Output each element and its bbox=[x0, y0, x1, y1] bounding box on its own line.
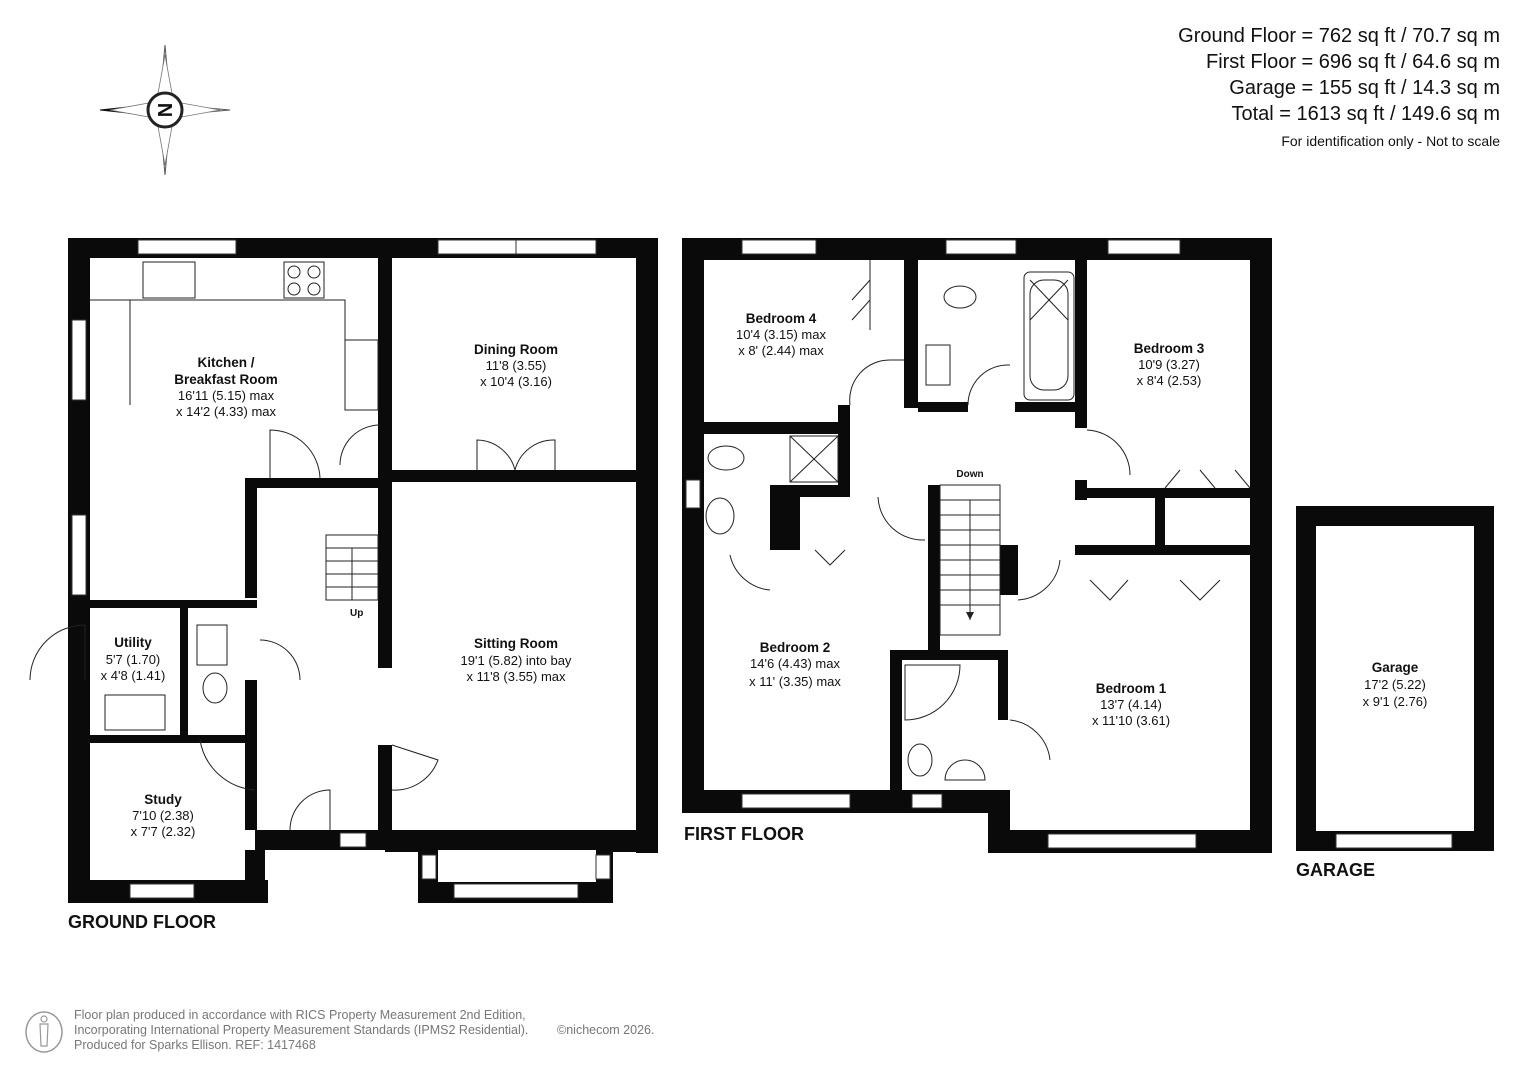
ground-floor-labels: Kitchen / Breakfast Room 16'11 (5.15) ma… bbox=[68, 342, 572, 932]
svg-text:x 7'7 (2.32): x 7'7 (2.32) bbox=[131, 824, 196, 839]
footer-line-2: Incorporating International Property Mea… bbox=[74, 1023, 528, 1037]
svg-text:x 4'8 (1.41): x 4'8 (1.41) bbox=[101, 668, 166, 683]
first-floor-labels: Bedroom 4 10'4 (3.15) max x 8' (2.44) ma… bbox=[684, 311, 1205, 844]
stairs-up-label: Up bbox=[350, 608, 363, 619]
svg-text:Garage: Garage bbox=[1372, 660, 1419, 675]
svg-text:7'10 (2.38): 7'10 (2.38) bbox=[132, 808, 194, 823]
stairs-down-label: Down bbox=[956, 469, 983, 480]
svg-text:19'1 (5.82) into bay: 19'1 (5.82) into bay bbox=[461, 653, 572, 668]
svg-text:x 11'8 (3.55) max: x 11'8 (3.55) max bbox=[466, 669, 566, 684]
dining-room-label: Dining Room 11'8 (3.55) x 10'4 (3.16) bbox=[474, 342, 558, 389]
study-label: Study 7'10 (2.38) x 7'7 (2.32) bbox=[131, 792, 196, 839]
sitting-room-label: Sitting Room 19'1 (5.82) into bay x 11'8… bbox=[461, 636, 572, 684]
bedroom-4-label: Bedroom 4 10'4 (3.15) max x 8' (2.44) ma… bbox=[736, 311, 826, 358]
ground-floor-plan bbox=[29, 238, 658, 903]
svg-text:Kitchen /: Kitchen / bbox=[197, 355, 254, 370]
svg-text:Utility: Utility bbox=[114, 635, 152, 650]
svg-text:x 8' (2.44) max: x 8' (2.44) max bbox=[738, 343, 824, 358]
garage-title: GARAGE bbox=[1296, 860, 1375, 880]
scale-disclaimer: For identification only - Not to scale bbox=[1281, 133, 1500, 149]
svg-text:x 8'4 (2.53): x 8'4 (2.53) bbox=[1137, 373, 1202, 388]
svg-text:Bedroom 3: Bedroom 3 bbox=[1134, 341, 1205, 356]
utility-label: Utility 5'7 (1.70) x 4'8 (1.41) bbox=[101, 635, 166, 683]
kitchen-label: Kitchen / Breakfast Room 16'11 (5.15) ma… bbox=[174, 355, 278, 419]
svg-text:16'11 (5.15) max: 16'11 (5.15) max bbox=[178, 388, 275, 403]
footer: Floor plan produced in accordance with R… bbox=[25, 1008, 654, 1053]
bedroom-3-label: Bedroom 3 10'9 (3.27) x 8'4 (2.53) bbox=[1134, 341, 1205, 388]
svg-text:Bedroom 2: Bedroom 2 bbox=[760, 640, 831, 655]
footer-line-3: Produced for Sparks Ellison. REF: 141746… bbox=[74, 1038, 316, 1052]
svg-text:5'7 (1.70): 5'7 (1.70) bbox=[106, 652, 161, 667]
svg-text:x 11'10 (3.61): x 11'10 (3.61) bbox=[1092, 713, 1170, 728]
svg-text:Bedroom 1: Bedroom 1 bbox=[1096, 681, 1167, 696]
first-floor-plan bbox=[682, 238, 1272, 853]
garage-plan: Garage 17'2 (5.22) x 9'1 (2.76) GARAGE bbox=[1296, 506, 1494, 880]
svg-text:x 11' (3.35) max: x 11' (3.35) max bbox=[749, 674, 841, 689]
bedroom-1-label: Bedroom 1 13'7 (4.14) x 11'10 (3.61) bbox=[1092, 681, 1170, 728]
total-area: Total = 1613 sq ft / 149.6 sq m bbox=[1232, 103, 1501, 125]
footer-line-1: Floor plan produced in accordance with R… bbox=[74, 1008, 526, 1022]
svg-text:14'6 (4.43) max: 14'6 (4.43) max bbox=[750, 656, 840, 671]
svg-text:Sitting Room: Sitting Room bbox=[474, 636, 558, 651]
ground-floor-title: GROUND FLOOR bbox=[68, 912, 216, 932]
bedroom-2-label: Bedroom 2 14'6 (4.43) max x 11' (3.35) m… bbox=[749, 640, 841, 689]
ground-floor-area: Ground Floor = 762 sq ft / 70.7 sq m bbox=[1178, 25, 1500, 47]
svg-text:x 10'4 (3.16): x 10'4 (3.16) bbox=[480, 374, 552, 389]
svg-text:Study: Study bbox=[144, 792, 182, 807]
svg-text:17'2 (5.22): 17'2 (5.22) bbox=[1364, 677, 1426, 692]
compass-north-label: N bbox=[155, 103, 177, 117]
footer-copyright: ©nichecom 2026. bbox=[557, 1023, 654, 1037]
garage-label: Garage 17'2 (5.22) x 9'1 (2.76) bbox=[1363, 660, 1428, 709]
svg-text:Dining Room: Dining Room bbox=[474, 342, 558, 357]
svg-text:x 14'2 (4.33) max: x 14'2 (4.33) max bbox=[176, 404, 277, 419]
svg-text:10'4 (3.15) max: 10'4 (3.15) max bbox=[736, 327, 826, 342]
svg-text:11'8 (3.55): 11'8 (3.55) bbox=[486, 358, 547, 373]
compass-icon: N bbox=[99, 44, 231, 176]
svg-text:Bedroom 4: Bedroom 4 bbox=[746, 311, 817, 326]
first-floor-area: First Floor = 696 sq ft / 64.6 sq m bbox=[1206, 51, 1500, 73]
first-floor-title: FIRST FLOOR bbox=[684, 824, 804, 844]
svg-text:13'7 (4.14): 13'7 (4.14) bbox=[1100, 697, 1162, 712]
svg-text:10'9 (3.27): 10'9 (3.27) bbox=[1138, 357, 1200, 372]
garage-area: Garage = 155 sq ft / 14.3 sq m bbox=[1229, 77, 1500, 99]
person-icon bbox=[25, 1011, 63, 1053]
area-summary: Ground Floor = 762 sq ft / 70.7 sq m Fir… bbox=[1178, 25, 1500, 149]
svg-text:Breakfast Room: Breakfast Room bbox=[174, 372, 278, 387]
svg-text:x 9'1 (2.76): x 9'1 (2.76) bbox=[1363, 694, 1428, 709]
